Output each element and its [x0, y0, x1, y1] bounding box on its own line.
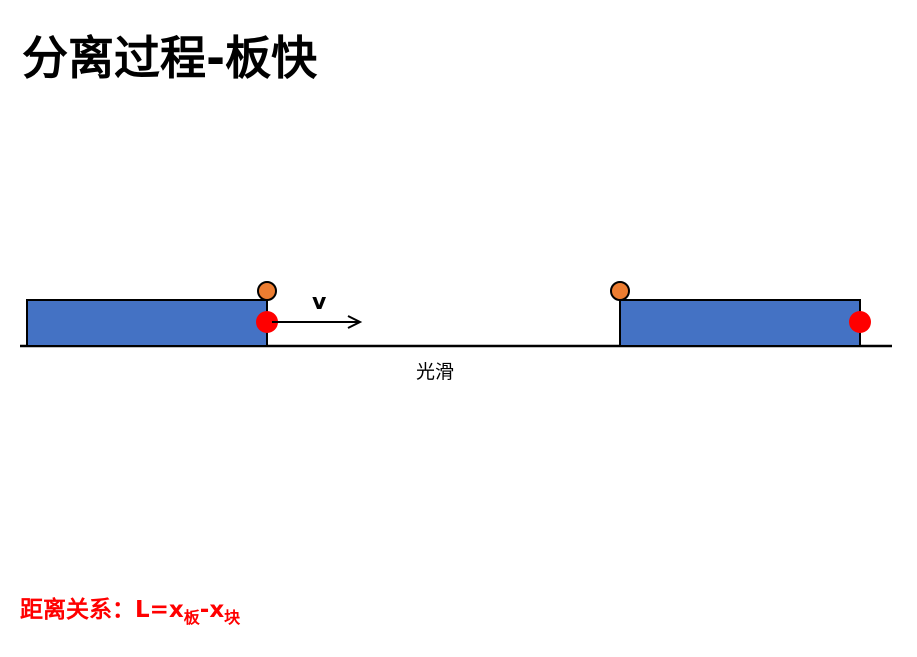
relation-minus: -x	[199, 597, 225, 623]
relation-sub-block: 块	[224, 608, 241, 627]
board-marker-end	[849, 311, 871, 333]
distance-relation: 距离关系：L=x板-x块	[20, 590, 240, 628]
block-end	[610, 281, 630, 301]
board-start	[26, 299, 268, 347]
board-marker-start	[256, 311, 278, 333]
surface-label: 光滑	[416, 361, 454, 383]
relation-prefix: 距离关系：	[20, 597, 135, 623]
velocity-label: v	[312, 290, 327, 315]
relation-formula-start: L=x	[135, 597, 184, 623]
velocity-arrow-head	[347, 315, 363, 329]
board-end	[619, 299, 861, 347]
page-title: 分离过程-板快	[22, 31, 318, 85]
block-start	[257, 281, 277, 301]
relation-sub-board: 板	[183, 608, 200, 627]
